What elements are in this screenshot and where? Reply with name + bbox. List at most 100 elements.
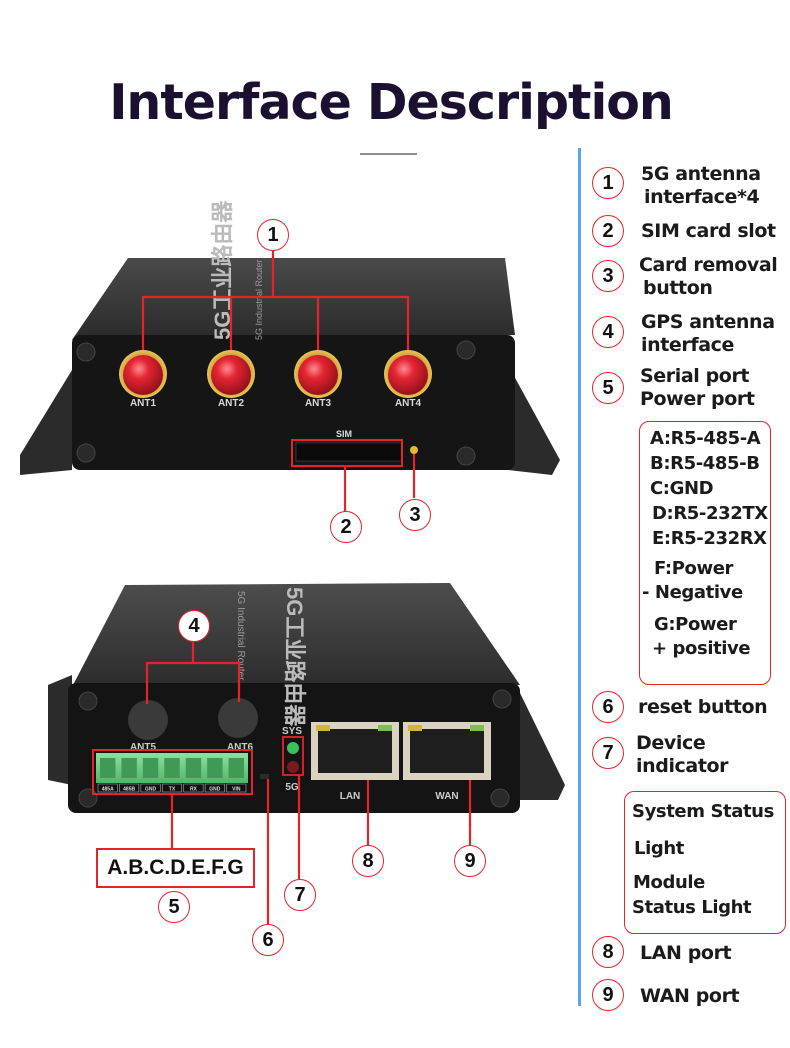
pinout-line: + positive (652, 638, 751, 659)
callout-4: 4 (178, 610, 210, 642)
title-divider (360, 153, 417, 155)
legend-number-8: 8 (592, 936, 624, 968)
terminal-slot (164, 758, 180, 778)
legend-label-3: Card removal button (639, 254, 778, 300)
legend-label-9: WAN port (640, 985, 740, 1008)
antenna-connector-2 (207, 350, 255, 398)
terminal-pin-tag (183, 783, 204, 793)
legend-label-6: reset button (638, 696, 768, 719)
terminal-pin-tag (161, 783, 183, 793)
indicator-box: System Status Light Module Status Light (624, 791, 786, 934)
device-lid (72, 258, 515, 340)
pinout-line: A:R5-485-A (650, 428, 761, 449)
terminal-pin-tag (204, 783, 225, 793)
screw-icon (490, 788, 510, 808)
device-front-view: 5G工业路由器 5G Industrial Router ANT1 ANT2 A… (20, 200, 560, 512)
terminal-pin-tag (97, 783, 118, 793)
antenna-connector-3 (294, 350, 342, 398)
page-title: Interface Description (109, 74, 674, 131)
card-removal-button[interactable] (410, 446, 418, 454)
mount-flange-left (20, 370, 72, 475)
legend-number-7: 7 (592, 737, 624, 769)
lid-subtitle-text: 5G Industrial Router (235, 591, 246, 681)
legend-label-8: LAN port (640, 942, 732, 965)
terminal-slot (228, 758, 244, 778)
legend-line: Power port (640, 388, 755, 410)
legend-label-2: SIM card slot (641, 220, 776, 243)
callout-6: 6 (252, 924, 284, 956)
terminal-pin-label: RX (190, 787, 198, 793)
serial-pinout-box: A:R5-485-A B:R5-485-B C:GND D:R5-232TX E… (639, 421, 771, 685)
terminal-pin-tag (119, 783, 140, 793)
system-status-led (287, 742, 299, 754)
screw-icon (76, 443, 96, 463)
pinout-line: - Negative (642, 582, 743, 603)
legend-line: Card removal (639, 254, 778, 276)
terminal-slot (207, 758, 223, 778)
gps-antenna-port-6 (218, 698, 258, 738)
legend-line: Serial port (640, 365, 750, 387)
antenna-connector-1 (119, 350, 167, 398)
device-rear-view: 5G工业路由器 5G Industrial Router ANT5 ANT6 4… (48, 583, 565, 825)
led-label-5g: 5G (285, 782, 299, 793)
screw-icon (492, 689, 512, 709)
callout-2: 2 (330, 511, 362, 543)
legend-line: reset button (638, 696, 768, 718)
indicator-line: System Status (632, 801, 774, 822)
callout-7: 7 (284, 879, 316, 911)
reset-button[interactable] (260, 774, 269, 779)
legend-label-1: 5G antenna interface*4 (641, 163, 761, 209)
mount-flange-left (48, 675, 72, 785)
gps-antenna-port-5 (128, 700, 168, 740)
callout-9: 9 (454, 845, 486, 877)
legend-number-1: 1 (592, 167, 624, 199)
pinout-line: F:Power (654, 558, 733, 579)
legend-line: GPS antenna (641, 311, 775, 333)
terminal-pin-tag (226, 783, 247, 793)
lan-port[interactable] (311, 722, 399, 780)
sim-label: SIM (336, 429, 352, 439)
terminal-slot (185, 758, 202, 778)
module-status-led (287, 761, 299, 773)
antenna-label: ANT1 (130, 398, 157, 409)
callout-lines (141, 250, 416, 512)
callout-lines (145, 641, 472, 825)
legend-line: button (643, 277, 713, 299)
screw-icon (78, 788, 98, 808)
legend-number-2: 2 (592, 215, 624, 247)
terminal-slot (100, 758, 116, 778)
mount-flange-right (508, 365, 560, 475)
legend-line: 5G antenna (641, 163, 761, 185)
legend-number-3: 3 (592, 260, 624, 292)
legend-number-6: 6 (592, 691, 624, 723)
sim-highlight (291, 439, 403, 467)
pinout-line: B:R5-485-B (650, 453, 760, 474)
screw-icon (76, 342, 96, 362)
terminal-pin-tag (140, 783, 161, 793)
terminal-pin-label: GND (145, 787, 157, 793)
sim-card-slot[interactable] (295, 442, 403, 462)
led-highlight (282, 736, 304, 776)
led-label-sys: SYS (282, 726, 302, 737)
terminal-pin-label: VIN (232, 787, 241, 793)
legend-number-9: 9 (592, 979, 624, 1011)
lid-subtitle-text: 5G Industrial Router (254, 259, 264, 340)
indicator-line: Light (634, 838, 684, 859)
legend-line: interface (641, 334, 735, 356)
legend-label-4: GPS antenna interface (641, 311, 775, 357)
pinout-line: C:GND (650, 478, 714, 499)
device-lid (72, 583, 520, 687)
antenna-label: ANT3 (305, 398, 332, 409)
callout-3: 3 (399, 499, 431, 531)
port-label-wan: WAN (435, 791, 458, 802)
legend-line: SIM card slot (641, 220, 776, 242)
pinout-line: D:R5-232TX (652, 503, 768, 524)
screw-icon (456, 446, 476, 466)
lid-brand-text: 5G工业路由器 (282, 587, 307, 727)
indicator-line: Module (633, 872, 705, 893)
legend-line: interface*4 (644, 186, 760, 208)
antenna-label: ANT2 (218, 398, 245, 409)
legend-number-5: 5 (592, 372, 624, 404)
lower-callout-lines (170, 824, 472, 924)
wan-port[interactable] (403, 722, 491, 780)
